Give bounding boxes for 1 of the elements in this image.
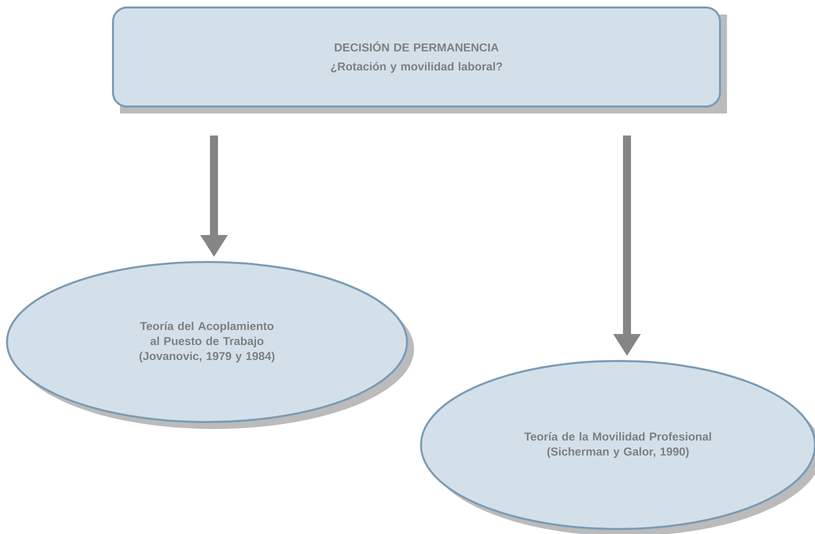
title-box: DECISIÓN DE PERMANENCIA ¿Rotación y movilidad laboral?	[112, 6, 727, 114]
